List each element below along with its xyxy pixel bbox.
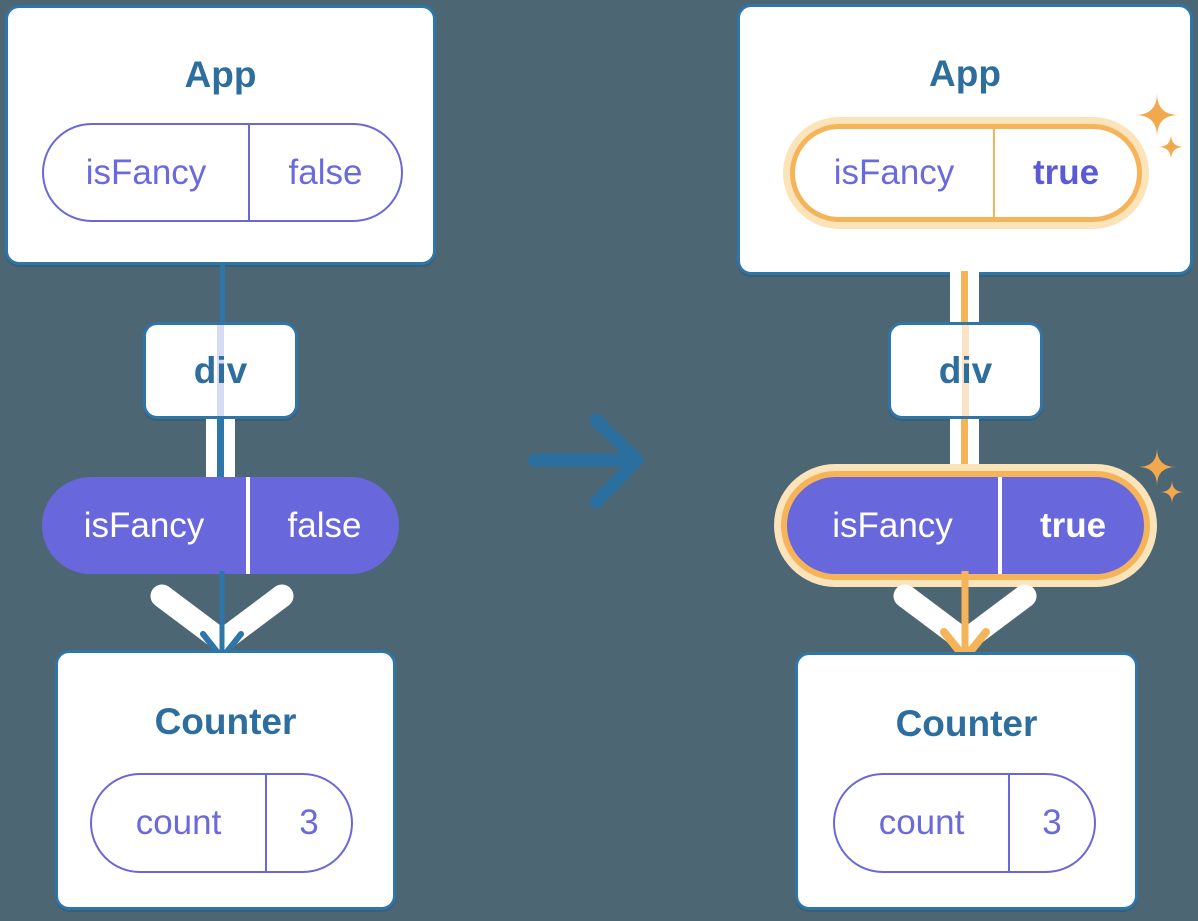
- counter-state-pill-after: count 3: [833, 773, 1096, 873]
- state-value-label: 3: [1042, 803, 1062, 842]
- state-value-label: true: [1032, 153, 1100, 192]
- sparkle-large-icon: [1135, 93, 1179, 137]
- sparkles-passed-prop: [1138, 448, 1184, 504]
- state-name-label: isFancy: [44, 125, 250, 220]
- prop-pass-through-line: [962, 325, 969, 416]
- edge-app-to-div: [220, 264, 225, 324]
- sparkles-app-state: [1135, 93, 1184, 160]
- prop-name-label: isFancy: [42, 477, 250, 574]
- state-name-label: count: [92, 775, 267, 871]
- pipe-white-stripe: [206, 419, 217, 479]
- div-label: div: [193, 349, 248, 391]
- state-name-label: isFancy: [795, 129, 995, 217]
- prop-pipe-div-to-counter: [206, 419, 235, 479]
- app-state-pill-before: isFancy false: [42, 123, 403, 222]
- div-label: div: [938, 349, 993, 391]
- app-component-card-before: App isFancy false: [5, 5, 436, 265]
- state-name-label: count: [835, 775, 1010, 871]
- pipe-center-stripe: [961, 419, 968, 479]
- counter-state-pill-before: count 3: [90, 773, 353, 873]
- app-title: App: [929, 53, 1001, 94]
- sparkle-small-icon: [1158, 134, 1184, 160]
- passed-prop-pill-before: isFancy false: [42, 477, 399, 574]
- state-value-label: 3: [299, 803, 319, 842]
- state-value-label: false: [288, 152, 363, 192]
- counter-component-card-before: Counter count 3: [55, 650, 396, 910]
- sparkle-large-icon: [1138, 448, 1176, 486]
- highlighted-pipe-div-to-counter: [950, 419, 979, 479]
- transition-arrow-icon: [528, 413, 644, 509]
- app-state-pill-after-highlighted: isFancy true: [790, 124, 1142, 222]
- pipe-white-stripe: [968, 419, 979, 479]
- prop-value-label: true: [1039, 505, 1107, 545]
- passed-prop-pill-after-highlighted: isFancy true: [787, 477, 1144, 574]
- sparkle-small-icon: [1160, 480, 1184, 504]
- prop-value-label: false: [287, 505, 362, 545]
- pipe-center-stripe: [961, 271, 968, 323]
- pipe-white-stripe: [950, 419, 961, 479]
- prop-name-label: isFancy: [787, 477, 1002, 574]
- div-node-before: div: [143, 322, 298, 419]
- pipe-white-stripe: [950, 271, 961, 323]
- div-node-after: div: [888, 322, 1043, 419]
- pipe-center-stripe: [217, 419, 224, 479]
- prop-pass-through-line: [217, 325, 224, 416]
- highlighted-pipe-app-to-div: [950, 271, 979, 323]
- app-title: App: [184, 54, 257, 95]
- right-arrow-head: [589, 413, 644, 509]
- pipe-white-stripe: [968, 271, 979, 323]
- counter-title: Counter: [895, 703, 1038, 744]
- app-component-card-after: App isFancy true: [737, 4, 1193, 275]
- counter-component-card-after: Counter count 3: [795, 652, 1138, 910]
- pipe-white-stripe: [224, 419, 235, 479]
- counter-title: Counter: [154, 701, 297, 742]
